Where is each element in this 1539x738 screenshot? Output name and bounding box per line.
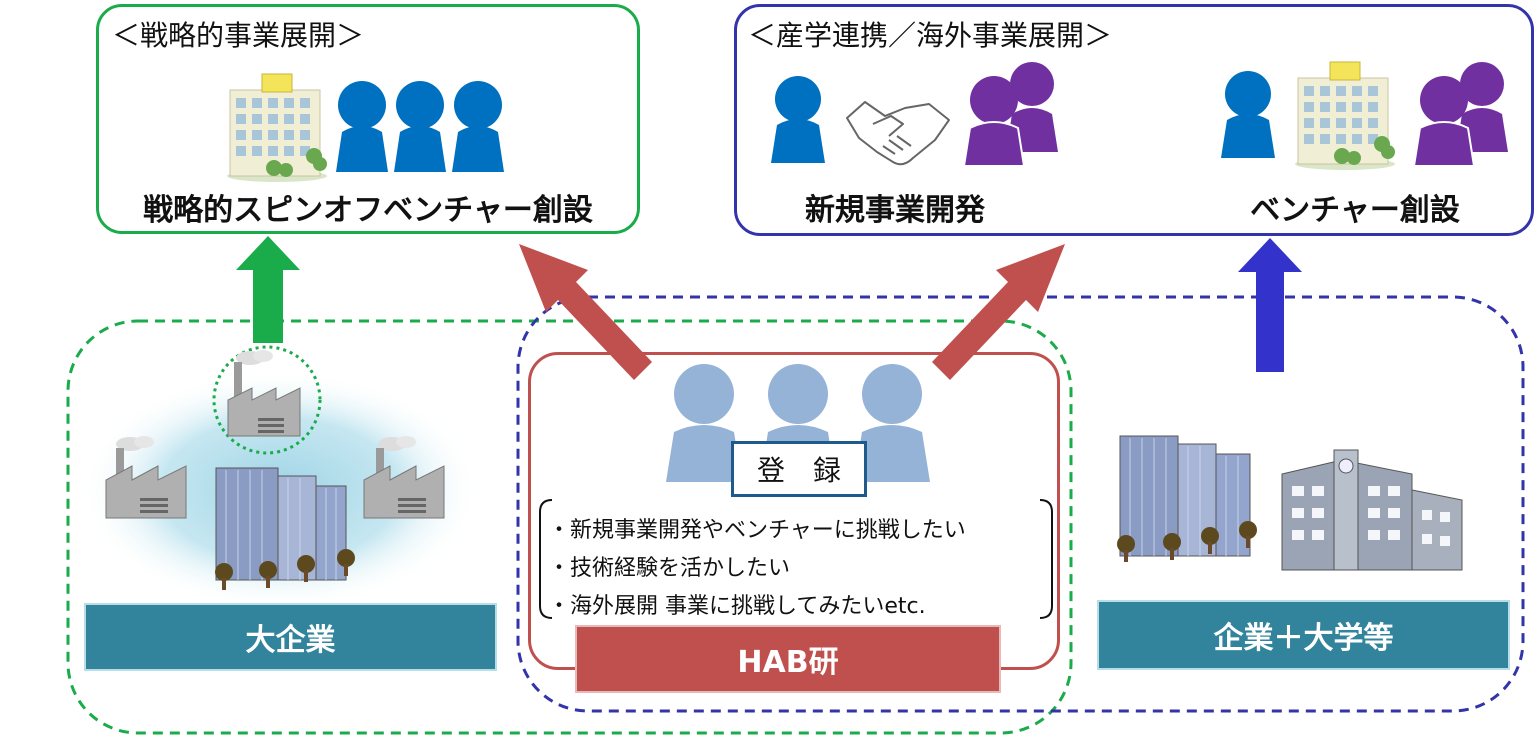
office-building-icon	[227, 73, 327, 182]
bullet-brackets	[539, 499, 1053, 619]
blue-up-arrow	[1238, 238, 1302, 372]
strategic-panel-caption: 戦略的スピンオフベンチャー創設	[143, 193, 593, 228]
handshake-icon	[846, 101, 950, 166]
large-company-region	[66, 319, 1073, 735]
red-arrow-left	[519, 244, 652, 380]
red-arrow-right	[932, 244, 1065, 380]
bullet-3: ・海外展開 事業に挑戦してみたいetc.	[548, 594, 926, 619]
office-building-icon-2	[1295, 61, 1395, 170]
industry-academia-panel-title: ＜産学連携／海外事業展開＞	[748, 19, 1113, 52]
green-up-arrow	[236, 236, 300, 343]
purple-persons-icon	[962, 62, 1058, 167]
strategic-panel-title: ＜戦略的事業展開＞	[112, 19, 365, 52]
registration-badge: 登 録	[731, 441, 867, 497]
bullet-2: ・技術経験を活かしたい	[548, 556, 791, 581]
purple-persons-icon-2	[1412, 62, 1508, 167]
factory-cluster-icon	[80, 345, 480, 600]
new-business-caption: 新規事業開発	[805, 193, 985, 228]
hab-lab-label: HAB研	[575, 625, 1001, 693]
large-company-label: 大企業	[84, 603, 497, 671]
person-icon-2	[1221, 71, 1275, 158]
company-university-label: 企業＋大学等	[1097, 600, 1510, 670]
company-university-icon	[1117, 435, 1463, 571]
person-icon	[771, 76, 825, 163]
person-group-icon	[336, 81, 504, 172]
venture-caption: ベンチャー創設	[1250, 193, 1460, 228]
bullet-1: ・新規事業開発やベンチャーに挑戦したい	[548, 518, 966, 543]
